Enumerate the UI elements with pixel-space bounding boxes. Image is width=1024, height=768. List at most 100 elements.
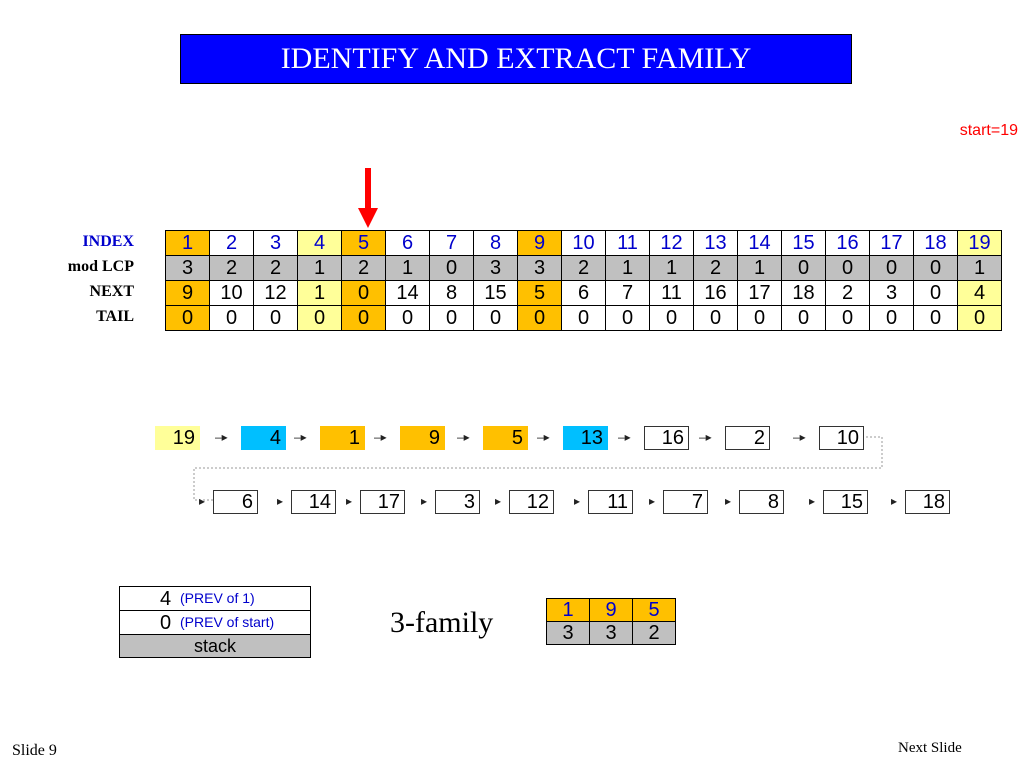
chain-node: 15 [823,490,868,514]
tail-cell: 0 [561,305,606,331]
stack-note: (PREV of start) [180,614,275,630]
chain-node: 12 [509,490,554,514]
next-cell: 2 [825,280,870,306]
page-title: IDENTIFY AND EXTRACT FAMILY [180,34,852,84]
chain-arrow-icon: –▸ [618,430,631,444]
next-cell: 6 [561,280,606,306]
chain-arrow-icon: ▸ [809,494,816,508]
chain-arrow-icon: –▸ [374,430,387,444]
row-label-next: NEXT [89,283,134,300]
tail-cell: 0 [341,305,386,331]
next-cell: 7 [605,280,650,306]
next-cell: 5 [517,280,562,306]
chain-node: 19 [155,426,200,450]
chain-arrow-icon: ▸ [725,494,732,508]
chain-node: 16 [644,426,689,450]
stack-entry: 4 (PREV of 1) [119,586,311,610]
chain-node: 8 [739,490,784,514]
index-cell: 2 [209,230,254,256]
tail-cell: 0 [473,305,518,331]
lcp-cell: 0 [913,255,958,281]
tail-cell: 0 [913,305,958,331]
chain-arrow-icon: –▸ [294,430,307,444]
chain-node: 17 [360,490,405,514]
stack-value: 4 [160,588,172,610]
tail-cell: 0 [165,305,210,331]
chain-node: 11 [588,490,633,514]
chain-node: 3 [435,490,480,514]
tail-cell: 0 [869,305,914,331]
chain-node: 1 [320,426,365,450]
next-cell: 9 [165,280,210,306]
family-index-cell: 1 [546,598,590,622]
chain-arrow-icon: ▸ [199,494,206,508]
pointer-arrow-icon [358,168,378,228]
index-cell: 11 [605,230,650,256]
index-cell: 14 [737,230,782,256]
lcp-cell: 1 [737,255,782,281]
row-label-index: INDEX [82,233,134,250]
index-cell: 17 [869,230,914,256]
chain-node: 18 [905,490,950,514]
chain-node: 13 [563,426,608,450]
lcp-cell: 1 [297,255,342,281]
chain-node: 9 [400,426,445,450]
family-index-cell: 9 [589,598,633,622]
tail-cell: 0 [649,305,694,331]
chain-arrow-icon: –▸ [793,430,806,444]
stack-note: (PREV of 1) [180,590,255,606]
family-lcp-cell: 3 [589,621,633,645]
tail-cell: 0 [209,305,254,331]
family-lcp-cell: 3 [546,621,590,645]
lcp-cell: 2 [693,255,738,281]
lcp-cell: 3 [473,255,518,281]
chain-arrow-icon: –▸ [457,430,470,444]
chain-arrow-icon: ▸ [277,494,284,508]
index-cell: 10 [561,230,606,256]
lcp-cell: 0 [781,255,826,281]
chain-arrow-icon: –▸ [699,430,712,444]
family-index-cell: 5 [632,598,676,622]
tail-cell: 0 [825,305,870,331]
index-cell: 7 [429,230,474,256]
family-lcp-cell: 2 [632,621,676,645]
index-cell: 1 [165,230,210,256]
tail-cell: 0 [253,305,298,331]
lcp-cell: 2 [561,255,606,281]
next-cell: 15 [473,280,518,306]
chain-arrow-icon: ▸ [346,494,353,508]
tail-cell: 0 [385,305,430,331]
chain-arrow-icon: –▸ [537,430,550,444]
next-cell: 1 [297,280,342,306]
chain-node: 5 [483,426,528,450]
index-cell: 15 [781,230,826,256]
chain-node: 7 [663,490,708,514]
chain-arrow-icon: –▸ [215,430,228,444]
lcp-cell: 1 [957,255,1002,281]
stack-label: stack [119,634,311,658]
family-label: 3-family [390,606,494,639]
lcp-cell: 1 [649,255,694,281]
stack: 4 (PREV of 1) 0 (PREV of start) stack [119,586,311,658]
lcp-cell: 2 [209,255,254,281]
next-cell: 10 [209,280,254,306]
start-label: start=19 [959,122,1018,139]
next-slide-link[interactable]: Next Slide [898,740,962,756]
chain-node: 10 [819,426,864,450]
chain-node: 14 [291,490,336,514]
chain-node: 2 [725,426,770,450]
chain-arrow-icon: ▸ [495,494,502,508]
stack-value: 0 [160,612,172,634]
lcp-cell: 0 [429,255,474,281]
row-label-tail: TAIL [96,308,134,325]
tail-cell: 0 [297,305,342,331]
chain-arrow-icon: ▸ [649,494,656,508]
next-cell: 8 [429,280,474,306]
index-cell: 9 [517,230,562,256]
lcp-cell: 1 [385,255,430,281]
lcp-cell: 3 [517,255,562,281]
lcp-cell: 1 [605,255,650,281]
slide-number: Slide 9 [12,742,57,759]
